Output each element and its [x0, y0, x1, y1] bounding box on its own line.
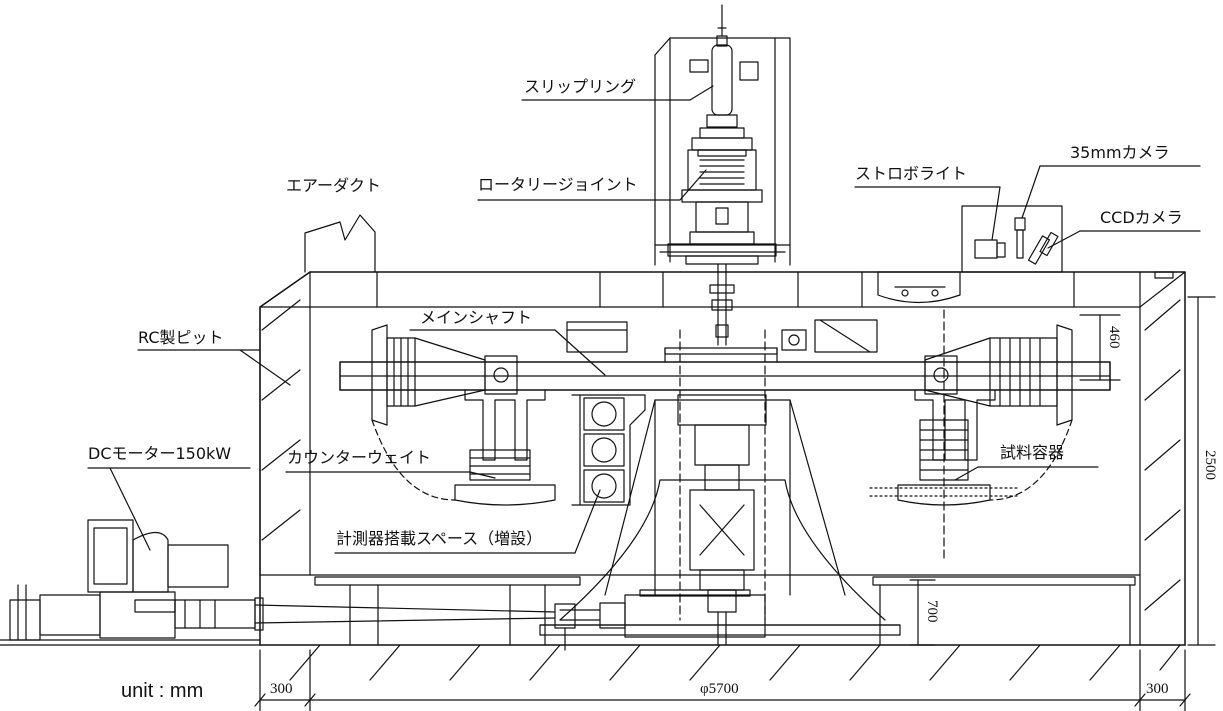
central-tower: [539, 329, 901, 646]
dimension-700: 700: [924, 600, 940, 623]
leader-lines: [87, 85, 1201, 554]
label-ccd-camera: CCDカメラ: [1100, 208, 1183, 227]
label-sample-container: 試料容器: [1000, 443, 1065, 462]
drive-train: [554, 589, 766, 651]
label-instrument-space: 計測器搭載スペース（増設）: [336, 529, 543, 548]
dimension-lines: [254, 296, 1216, 711]
dimension-2500: 2500: [1202, 450, 1218, 480]
dimension-300-right: 300: [1146, 681, 1169, 697]
dc-motor: [0, 519, 556, 641]
main-arm: [339, 319, 1111, 426]
label-35mm-camera: 35mmカメラ: [1070, 143, 1170, 162]
counterweight: [371, 389, 556, 506]
label-slip-ring: スリップリング: [524, 77, 637, 96]
sample-container: [869, 309, 1073, 561]
label-main-shaft: メインシャフト: [420, 308, 533, 327]
dimension-diameter: φ5700: [700, 681, 739, 697]
label-dc-motor: DCモーター150kW: [88, 444, 232, 463]
rc-pit-structure: [259, 271, 1186, 646]
dimension-300-left: 300: [270, 681, 293, 697]
label-rc-pit: RC製ピット: [138, 328, 224, 347]
unit-label: unit : mm: [121, 680, 204, 702]
dimension-460: 460: [1106, 326, 1122, 349]
top-frame: [654, 4, 791, 346]
label-air-duct: エアーダクト: [286, 176, 382, 195]
camera-box: [877, 205, 1063, 304]
instrument-space: [571, 394, 646, 506]
label-strobe-light: ストロボライト: [855, 164, 968, 183]
air-duct: [304, 214, 376, 273]
label-counterweight: カウンターウェイト: [287, 448, 432, 467]
ground-hatching: [0, 644, 1186, 681]
label-rotary-joint: ロータリージョイント: [478, 175, 638, 194]
